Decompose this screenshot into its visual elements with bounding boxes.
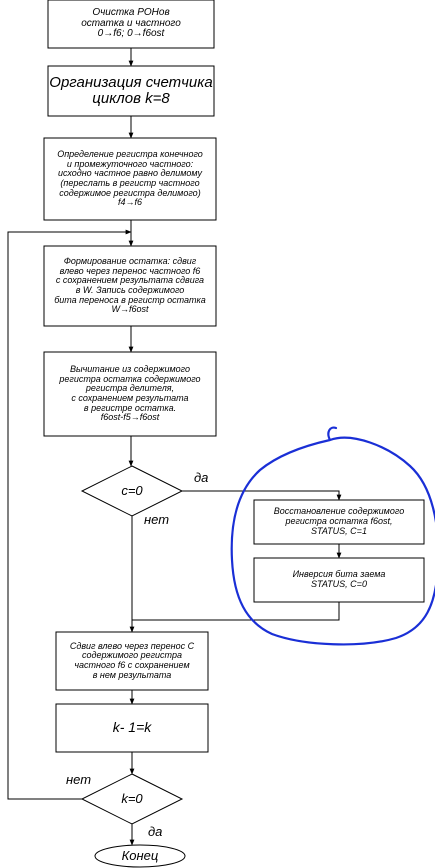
subtract-block-shape xyxy=(43,351,217,437)
counter-block-shape xyxy=(47,65,215,117)
decrement-block-shape xyxy=(55,703,209,753)
restore-block-label: Восстановление содержимого регистра оста… xyxy=(273,506,405,536)
clear-block-shape xyxy=(47,0,215,49)
connector-loop-back xyxy=(7,229,132,800)
end-terminator-shape xyxy=(94,844,186,868)
k-check-label: k=0 xyxy=(121,790,143,806)
define-registers-block-shape xyxy=(43,137,217,221)
c-yes-label: да xyxy=(194,470,209,485)
clear-block-label: Очистка РОНов остатка и частного 0→f6; 0… xyxy=(81,6,181,40)
connector-ccheck-yes xyxy=(182,490,342,501)
shift-remainder-block-label: Формирование остатка: сдвиг влево через … xyxy=(54,255,206,315)
highlight-loop xyxy=(230,426,435,646)
invert-block-shape xyxy=(253,557,425,603)
shift-remainder-block-shape xyxy=(43,245,217,327)
invert-block-label: Инверсия бита заема STATUS, C=0 xyxy=(292,569,386,589)
connector-invert-merge xyxy=(132,602,340,621)
c-check-label: c=0 xyxy=(121,482,143,498)
c-no-label: нет xyxy=(144,512,170,527)
k-yes-label: да xyxy=(148,824,163,839)
subtract-block-label: Вычитание из содержимого регистра остатк… xyxy=(59,363,201,423)
k-no-label: нет xyxy=(66,772,92,787)
restore-block-shape xyxy=(253,499,425,545)
define-registers-block-label: Определение регистра конечного и промежу… xyxy=(57,148,203,208)
shift-left-block-shape xyxy=(55,631,209,691)
counter-block-label: Организация счетчика циклов k=8 xyxy=(49,73,213,107)
shift-left-block-label: Сдвиг влево через перенос С содержимого … xyxy=(69,640,195,680)
decrement-block-label: k- 1=k xyxy=(112,719,152,736)
end-terminator-label: Конец xyxy=(121,847,159,863)
